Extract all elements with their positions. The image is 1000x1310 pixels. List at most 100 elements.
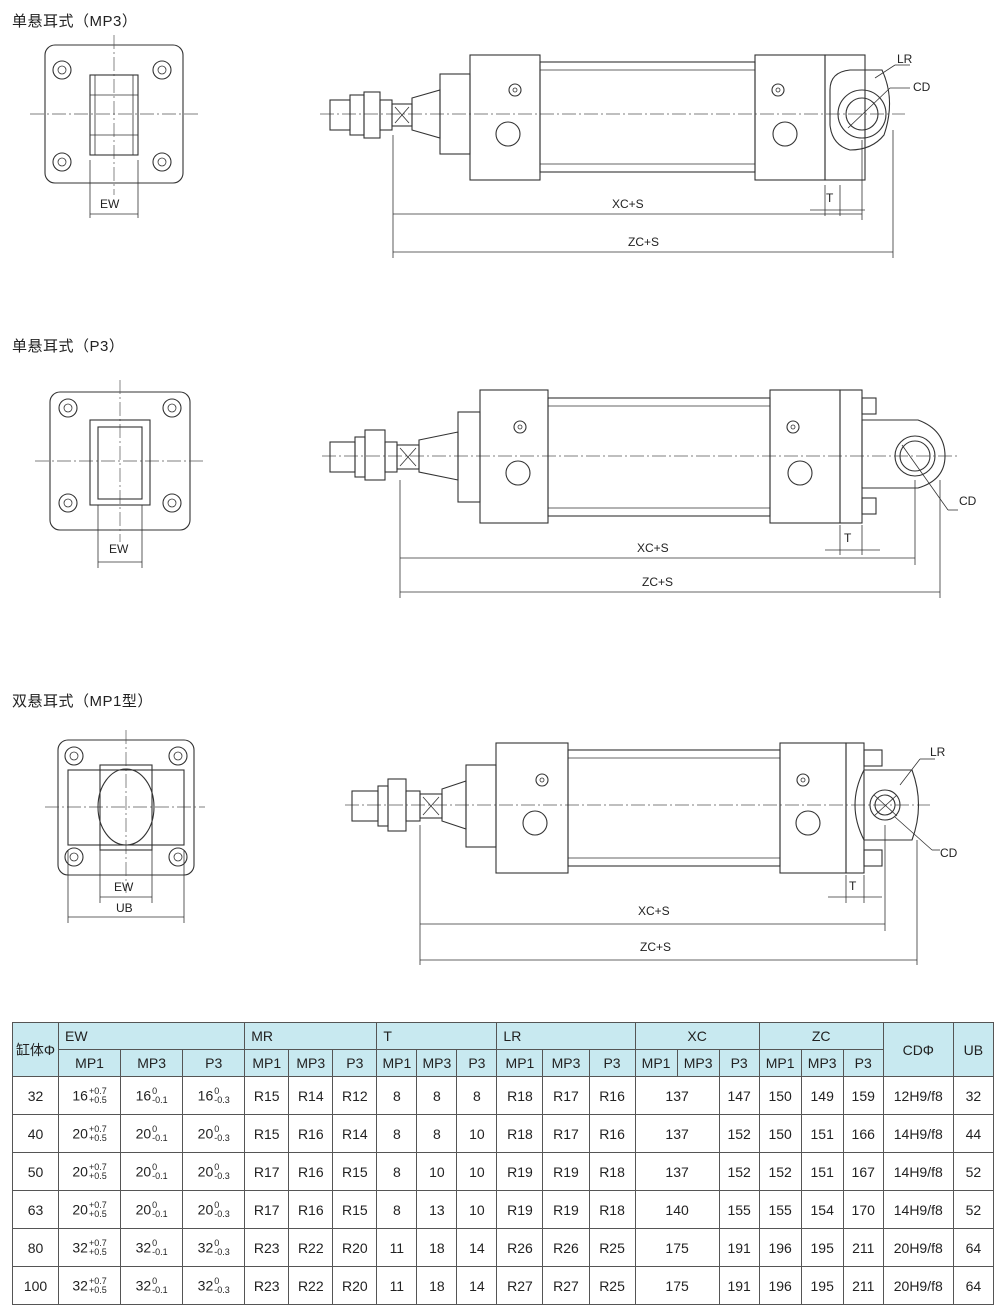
cell-xc-p3: 152	[718, 1114, 760, 1153]
dim-label-zc: ZC+S	[640, 940, 671, 954]
cell-mr-p3: R15	[332, 1152, 378, 1191]
tolerance-lower: -0.1	[152, 1246, 168, 1257]
cell-lr-mp1: R18	[496, 1076, 544, 1115]
section-title-p3: 单悬耳式（P3）	[12, 338, 125, 355]
cell-t-p3: 10	[456, 1114, 498, 1153]
header-t-mp1: MP1	[376, 1049, 418, 1077]
cell-bore: 50	[11, 1152, 60, 1191]
cell-zc-p3: 170	[842, 1190, 884, 1229]
cell-zc-p3: 211	[842, 1228, 884, 1267]
port-icon	[522, 810, 548, 836]
cell-zc-mp3: 195	[800, 1266, 844, 1305]
cell-mr-mp1: R17	[244, 1190, 290, 1229]
port-icon	[505, 460, 531, 486]
nominal-value: 20	[72, 1163, 88, 1180]
header-cd: CDΦ	[882, 1022, 954, 1077]
tolerance: 0-0.3	[214, 1275, 230, 1295]
bolt-hole-icon	[152, 60, 172, 80]
cell-t-mp1: 8	[376, 1114, 418, 1153]
cell-xc-mp: 137	[634, 1152, 720, 1191]
cell-t-mp3: 10	[416, 1152, 458, 1191]
tolerance-upper: 0	[152, 1199, 158, 1210]
cell-lr-p3: R16	[588, 1076, 636, 1115]
tolerance: +0.7+0.5	[89, 1086, 107, 1105]
dim-label-lr: LR	[930, 745, 946, 759]
cell-xc-p3: 147	[718, 1076, 760, 1115]
tolerance-lower: -0.3	[214, 1094, 230, 1105]
dim-label-cd: CD	[959, 494, 977, 508]
port-icon	[787, 460, 813, 486]
tolerance-upper: 0	[152, 1123, 158, 1134]
cell-t-mp3: 18	[416, 1228, 458, 1267]
pin-hole-icon	[837, 89, 887, 139]
cell-mr-p3: R20	[332, 1228, 378, 1267]
cell-lr-p3: R25	[588, 1228, 636, 1267]
cell-ew-mp1: 16+0.7+0.5	[58, 1076, 122, 1115]
tolerance-lower: -0.3	[214, 1170, 230, 1181]
cell-lr-mp3: R26	[542, 1228, 590, 1267]
port-icon	[796, 773, 810, 787]
cell-t-mp1: 8	[376, 1152, 418, 1191]
cell-t-mp3: 8	[416, 1114, 458, 1153]
dim-label-cd: CD	[913, 80, 931, 94]
dim-label-zc: ZC+S	[642, 575, 673, 589]
cell-lr-p3: R18	[588, 1152, 636, 1191]
tolerance-lower: -0.1	[152, 1208, 168, 1219]
dim-label-xc: XC+S	[638, 904, 670, 918]
cell-xc-p3: 191	[718, 1266, 760, 1305]
pin-hole-icon	[894, 435, 936, 477]
port-icon	[513, 420, 527, 434]
cell-t-mp1: 8	[376, 1190, 418, 1229]
cell-ew-mp1: 20+0.7+0.5	[58, 1114, 122, 1153]
tolerance-upper: +0.7	[88, 1199, 107, 1210]
cell-mr-mp1: R23	[244, 1266, 290, 1305]
tolerance: 0-0.1	[152, 1237, 168, 1257]
tolerance: 0-0.3	[214, 1124, 230, 1143]
cell-mr-p3: R15	[332, 1190, 378, 1229]
dim-label-ew: EW	[109, 542, 129, 556]
tolerance-lower: -0.3	[214, 1208, 230, 1219]
header-xc-p3: P3	[718, 1049, 760, 1077]
pin-hole-icon	[869, 789, 901, 821]
tolerance-upper: 0	[214, 1275, 220, 1286]
dim-label-zc: ZC+S	[628, 235, 659, 249]
tolerance-upper: 0	[152, 1237, 158, 1248]
tolerance-upper: 0	[152, 1085, 158, 1096]
cell-zc-mp1: 150	[758, 1114, 802, 1153]
tolerance: 0-0.1	[152, 1199, 168, 1219]
dim-label-xc: XC+S	[637, 541, 669, 555]
cell-ew-mp1: 32+0.7+0.5	[58, 1266, 122, 1305]
cell-lr-mp3: R17	[542, 1114, 590, 1153]
cell-cd: 20H9/f8	[882, 1228, 954, 1267]
cell-bore: 80	[11, 1228, 60, 1267]
cell-zc-mp3: 151	[800, 1152, 844, 1191]
cell-t-mp3: 18	[416, 1266, 458, 1305]
bolt-hole-icon	[64, 746, 84, 766]
cell-xc-mp: 175	[634, 1266, 720, 1305]
cell-t-p3: 10	[456, 1152, 498, 1191]
bolt-hole-icon	[168, 847, 188, 867]
cell-xc-p3: 152	[718, 1152, 760, 1191]
tolerance-lower: +0.5	[88, 1246, 107, 1257]
cell-zc-mp3: 195	[800, 1228, 844, 1267]
side-view-mp1: LR CD T XC+S ZC+S	[345, 742, 958, 965]
tolerance: 0-0.1	[152, 1123, 168, 1143]
cell-zc-mp1: 152	[758, 1152, 802, 1191]
dim-label-lr: LR	[897, 52, 913, 66]
cell-xc-p3: 155	[718, 1190, 760, 1229]
nominal-value: 32	[197, 1239, 214, 1256]
port-icon	[771, 83, 785, 97]
dim-label-t: T	[844, 531, 852, 545]
bolt-hole-icon	[52, 152, 72, 172]
cell-ub: 44	[952, 1114, 995, 1153]
dim-label-t: T	[849, 879, 857, 893]
header-lr-p3: P3	[588, 1049, 636, 1077]
nominal-value: 32	[72, 1239, 88, 1256]
dim-label-ew: EW	[114, 880, 134, 894]
